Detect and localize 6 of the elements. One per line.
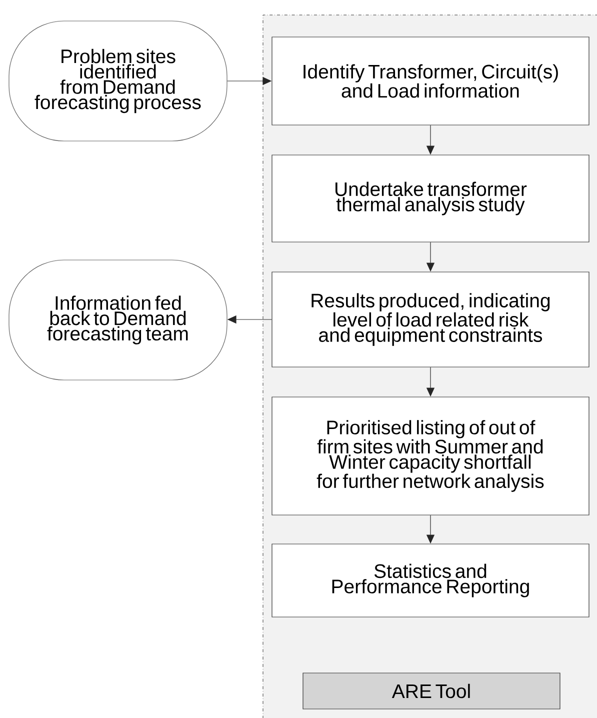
process-box: Identify Transformer, Circuit(s) and Load information bbox=[272, 36, 590, 126]
tool-label-box: ARE Tool bbox=[302, 672, 560, 710]
process-box: Statistics and Performance Reporting bbox=[272, 544, 590, 618]
process-box: Prioritised listing of out of firm sites with Summer and Winter capacity shortfall for further network analysis bbox=[272, 396, 590, 516]
process-box: Results produced, indicating level of load related risk and equipment constraints bbox=[272, 272, 590, 368]
process-box: Undertake transformer thermal analysis study bbox=[272, 154, 590, 242]
